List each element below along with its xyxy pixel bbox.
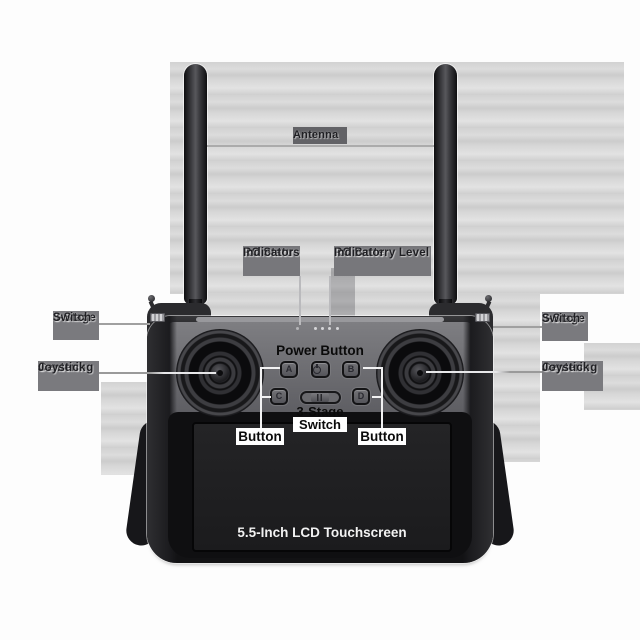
callout-label-rc-battery: RC Battery Level Indicator bbox=[334, 246, 431, 276]
callout-line-rc-status bbox=[299, 276, 301, 325]
toggle-switch-right bbox=[475, 313, 490, 322]
toggle-switch-right-tip bbox=[485, 295, 492, 302]
callout-label-switch-left: 3-Stage Switch bbox=[53, 311, 99, 340]
callout-label-switch-center-line2: Switch bbox=[293, 417, 347, 432]
button-a: A bbox=[280, 361, 298, 378]
background-shade bbox=[331, 268, 355, 320]
antenna-left bbox=[184, 64, 207, 304]
joystick-right-center bbox=[417, 370, 423, 376]
callout-bracket-button-left bbox=[260, 396, 271, 398]
battery-led bbox=[314, 327, 317, 330]
callout-line-switch-right bbox=[493, 326, 543, 328]
callout-bracket-button-right bbox=[381, 367, 383, 431]
callout-line-rc-battery bbox=[329, 276, 331, 325]
joystick-left-center bbox=[217, 370, 223, 376]
button-c: C bbox=[270, 388, 288, 405]
callout-line-joystick-right bbox=[426, 371, 543, 373]
callout-label-button-right: Button bbox=[358, 428, 406, 445]
callout-bracket-button-right bbox=[372, 396, 383, 398]
callout-label-switch-right: 3-Stage Switch bbox=[542, 312, 588, 341]
antenna-right bbox=[434, 64, 457, 304]
body-top-edge bbox=[196, 317, 444, 322]
callout-label-joystick-right: Centering Joystick bbox=[542, 361, 603, 391]
toggle-switch-left bbox=[150, 313, 165, 322]
callout-label-antenna: Antenna bbox=[293, 127, 347, 144]
battery-led bbox=[328, 327, 331, 330]
battery-led bbox=[336, 327, 339, 330]
rc-status-led bbox=[296, 327, 299, 330]
callout-label-rc-status: RC Status Indicator bbox=[243, 246, 300, 276]
lcd-touchscreen bbox=[192, 422, 452, 552]
battery-led bbox=[321, 327, 324, 330]
callout-label-button-left: Button bbox=[236, 428, 284, 445]
callout-label-switch-center-line1: 3-Stage bbox=[296, 404, 344, 419]
callout-line-switch-left bbox=[98, 323, 150, 325]
callout-label-touchscreen: 5.5-Inch LCD Touchscreen bbox=[237, 525, 407, 540]
background-band bbox=[493, 294, 540, 462]
three-stage-slider-knob bbox=[311, 393, 329, 402]
button-b: B bbox=[342, 361, 360, 378]
button-d: D bbox=[352, 388, 370, 405]
callout-line-joystick-left bbox=[98, 372, 216, 374]
callout-label-power-button: Power Button bbox=[276, 343, 364, 358]
callout-bracket-button-left bbox=[260, 367, 262, 431]
callout-label-joystick-left: Centering Joystick bbox=[38, 361, 99, 391]
callout-line-antenna bbox=[207, 145, 434, 147]
power-button bbox=[311, 361, 330, 378]
callout-bracket-button-right bbox=[363, 367, 383, 369]
power-icon bbox=[313, 363, 321, 374]
callout-bracket-button-left bbox=[260, 367, 280, 369]
toggle-switch-left-tip bbox=[148, 295, 155, 302]
joystick-right bbox=[376, 329, 464, 417]
